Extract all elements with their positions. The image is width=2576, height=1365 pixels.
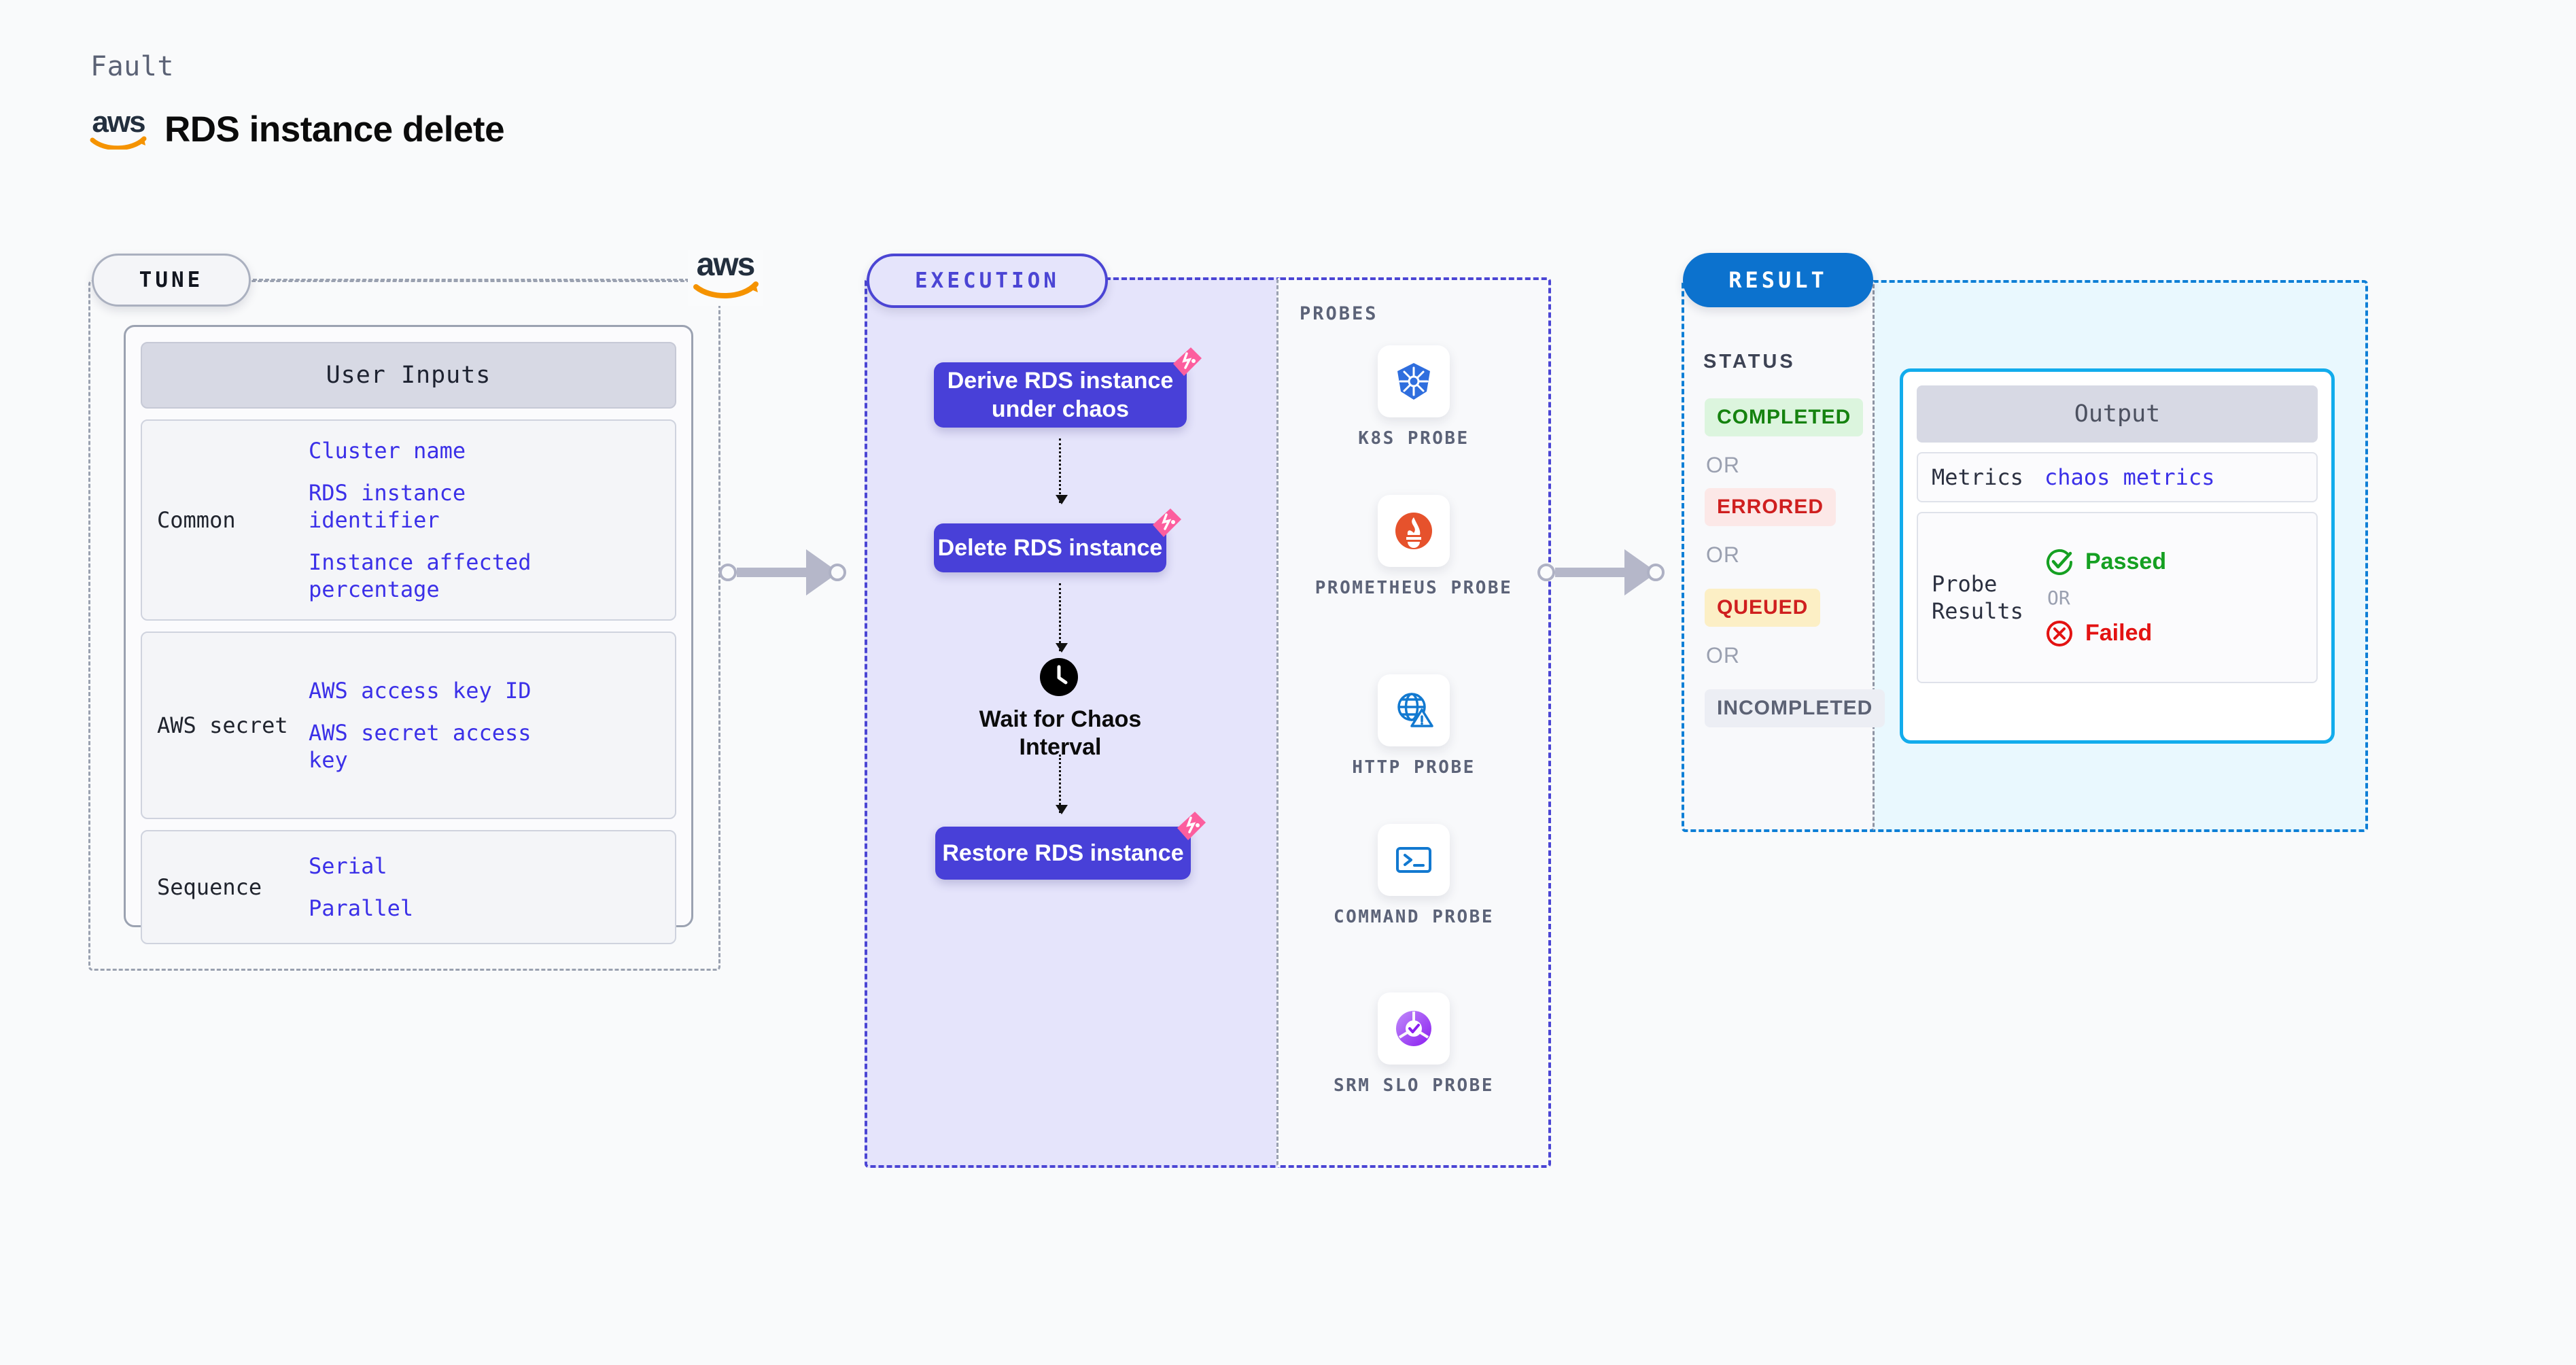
probe-label: COMMAND PROBE [1334,907,1494,927]
tune-top-dashed-line [253,279,701,281]
probe-tile [1378,992,1450,1065]
fault-badge-icon [1173,347,1202,376]
connector-tune-to-execution [719,545,846,600]
execution-node-label: Restore RDS instance [942,840,1184,866]
output-row-label: Metrics [1932,464,2023,490]
input-value[interactable]: AWS access key ID [309,678,532,704]
probe-item-k8s[interactable]: K8S PROBE [1312,345,1516,451]
input-group-label: Common [157,507,236,533]
flow-arrow-icon [1056,438,1068,504]
input-group-label: AWS secret [157,712,288,738]
execution-node-derive-rds-instance[interactable]: Derive RDS instance under chaos [934,347,1202,428]
probe-label: SRM SLO PROBE [1334,1075,1494,1096]
prometheus-icon [1395,513,1432,549]
kubernetes-icon [1397,363,1430,400]
probe-item-http[interactable]: HTTP PROBE [1312,674,1516,780]
output-row-metrics: Metrics chaos metrics [1917,452,2318,502]
probe-tile [1378,345,1450,417]
probe-tile [1378,824,1450,896]
status-badge-queued: QUEUED [1705,589,1821,627]
aws-badge-smile-icon [693,281,759,299]
probe-label: HTTP PROBE [1352,757,1476,778]
probe-result-label: Passed [2085,549,2167,574]
probe-item-command[interactable]: COMMAND PROBE [1312,824,1516,929]
connector-dot [719,564,737,581]
execution-node-wait-for-chaos-interval: Wait for Chaos Interval [979,706,1142,760]
execution-node-label: Derive RDS instance under chaos [947,367,1174,423]
user-inputs-header: User Inputs [141,342,676,409]
input-group-aws-secret: AWS secret AWS access key ID AWS secret … [141,632,676,819]
connector-dot [1647,564,1665,581]
connector-bar [737,568,807,577]
input-group-values: Serial Parallel [309,852,427,922]
probe-tile [1378,495,1450,567]
http-globe-icon [1397,693,1433,727]
flow-arrow-icon [1056,583,1068,653]
aws-logo-text: aws [92,105,145,139]
probe-results-values: Passed OR Failed [2044,547,2166,649]
status-or-label: OR [1706,453,1740,477]
status-section-title: STATUS [1703,351,1796,373]
x-circle-icon [2047,620,2072,646]
connector-dot [1537,564,1555,581]
input-value[interactable]: Cluster name [309,438,466,464]
fault-kicker-label: Fault [90,51,174,82]
check-circle-icon [2047,549,2072,575]
execution-node-delete-rds-instance[interactable]: Delete RDS instance [934,508,1181,572]
output-card-header: Output [1917,385,2318,443]
probe-label: PROMETHEUS PROBE [1315,578,1513,598]
probe-label: K8S PROBE [1358,428,1469,449]
probe-item-prometheus[interactable]: PROMETHEUS PROBE [1312,495,1516,600]
stage-pill-tune[interactable]: TUNE [92,254,251,307]
execution-node-restore-rds-instance[interactable]: Restore RDS instance [935,812,1206,880]
execution-node-label: Delete RDS instance [937,534,1163,561]
page-title: RDS instance delete [164,109,505,150]
probes-section-title: PROBES [1300,303,1378,324]
aws-badge-text: aws [696,247,756,283]
connector-bar [1555,568,1626,577]
clock-icon [1040,658,1078,696]
probe-result-passed: Passed [2044,547,2166,577]
status-or-label: OR [1706,542,1740,567]
aws-badge-logo: aws [688,247,763,306]
status-or-label: OR [1706,643,1740,668]
input-group-sequence: Sequence Serial Parallel [141,830,676,944]
flow-arrow-icon [1056,755,1068,814]
status-stage-frame [1682,280,1875,832]
page-title-row: aws RDS instance delete [87,105,505,150]
probe-result-failed: Failed [2044,619,2166,649]
input-group-label: Sequence [157,874,262,900]
stage-pill-result[interactable]: RESULT [1683,253,1873,307]
user-inputs-card: User Inputs Common Cluster name RDS inst… [124,325,693,944]
connector-dot [829,564,846,581]
status-badge-errored: ERRORED [1705,488,1837,526]
probe-result-label: Failed [2085,620,2153,646]
probe-item-srm-slo[interactable]: SRM SLO PROBE [1312,992,1516,1098]
fault-badge-icon [1153,508,1181,537]
aws-smile-icon [90,136,147,150]
status-badge-completed: COMPLETED [1705,398,1864,436]
tune-stage-frame [88,280,720,971]
stage-pill-execution[interactable]: EXECUTION [867,254,1108,308]
probe-tile [1378,674,1450,746]
output-metrics-value[interactable]: chaos metrics [2044,464,2215,490]
srm-slo-icon [1395,1011,1431,1046]
status-badge-incompleted: INCOMPLETED [1705,689,1885,727]
aws-logo: aws [87,105,150,150]
connector-execution-to-result [1537,545,1665,600]
input-value[interactable]: Serial [309,853,387,879]
input-value[interactable]: Parallel [309,895,414,921]
probe-result-or-label: OR [2047,586,2070,609]
fault-badge-icon [1177,812,1206,840]
terminal-icon [1396,847,1431,873]
